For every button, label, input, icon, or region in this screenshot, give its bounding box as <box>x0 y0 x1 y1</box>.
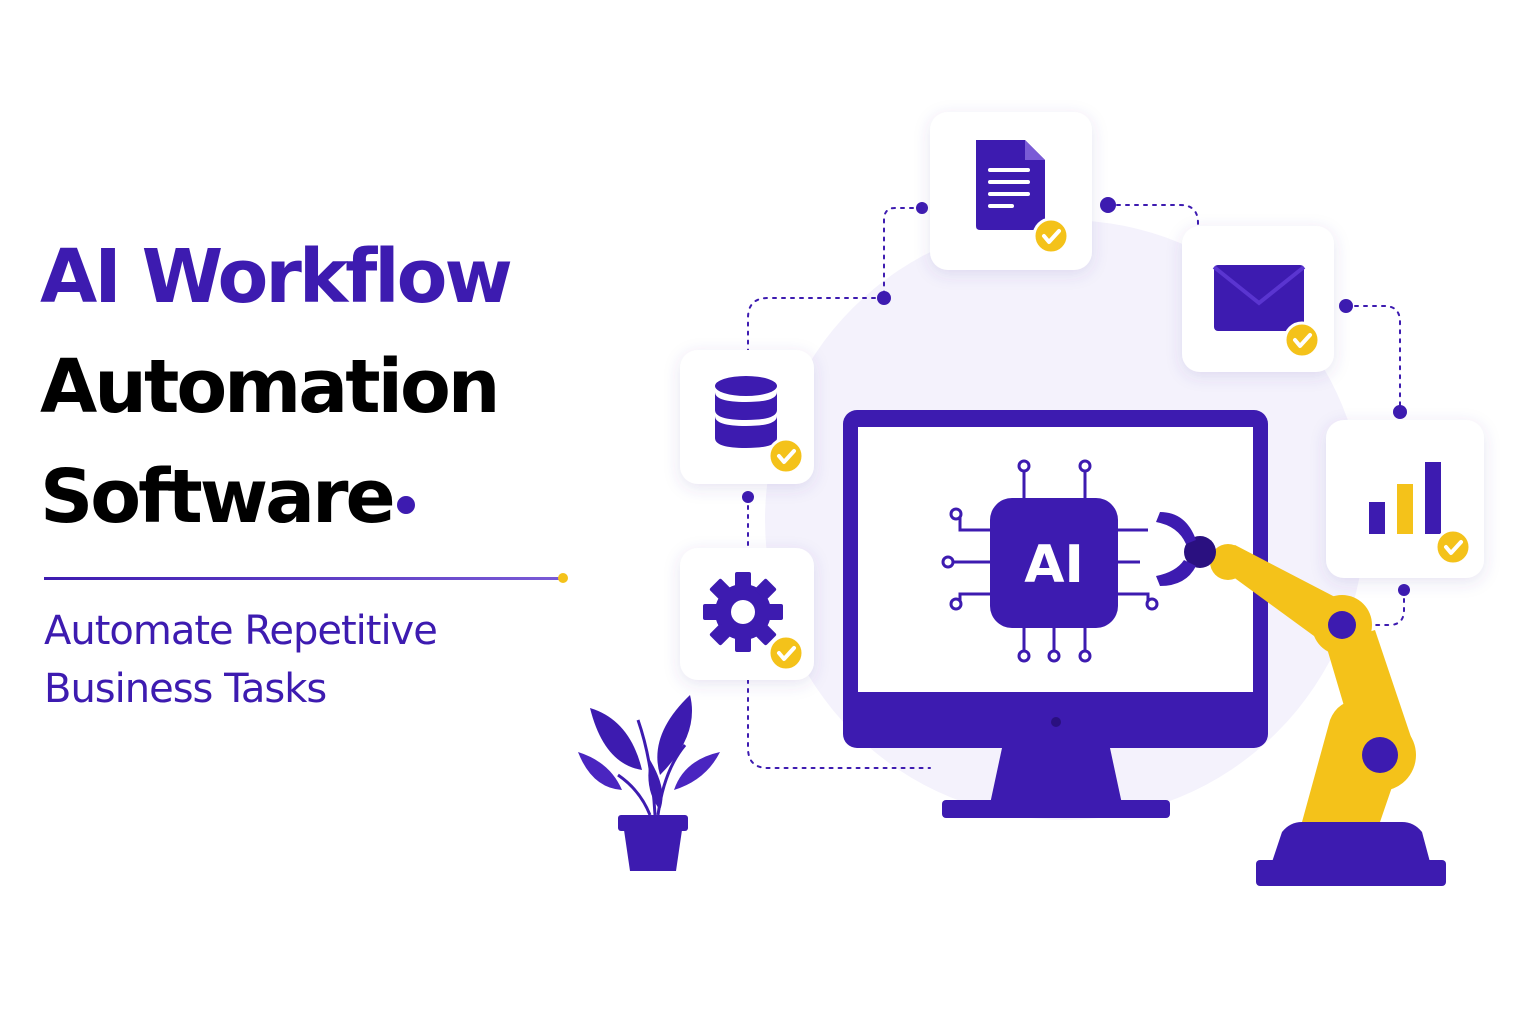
plant-icon <box>578 695 720 871</box>
headline-line-2: Automation <box>40 344 500 430</box>
subtitle: Automate Repetitive Business Tasks <box>44 602 438 718</box>
subtitle-line-2: Business Tasks <box>44 666 327 712</box>
gear-card <box>680 548 814 680</box>
email-card <box>1182 226 1334 372</box>
headline-line-1: AI Workflow <box>40 234 513 320</box>
divider-line <box>44 577 564 580</box>
headline-line-3-text: Software <box>40 454 396 540</box>
connector-dots <box>742 197 1410 596</box>
colon-dot <box>396 496 415 514</box>
connector-lines <box>747 204 1405 769</box>
headline-line-3: Software <box>40 442 510 552</box>
checkmark-icon <box>1032 217 1070 255</box>
email-icon <box>1212 265 1306 331</box>
subtitle-line-1: Automate Repetitive <box>44 608 438 654</box>
robot-arm-icon <box>1156 512 1446 886</box>
checkmark-icon <box>1434 528 1472 566</box>
ai-chip-icon: AI <box>941 459 1159 663</box>
divider-accent-dot <box>558 573 568 583</box>
checkmark-icon <box>767 634 805 672</box>
checkmark-icon <box>767 437 805 475</box>
bar-chart-icon <box>1369 462 1441 534</box>
headline: AI Workflow Automation Software <box>40 222 513 552</box>
document-icon <box>976 140 1045 230</box>
ai-chip-label: AI <box>1024 535 1084 595</box>
chart-card <box>1326 420 1484 578</box>
database-icon <box>715 376 777 448</box>
gear-icon <box>703 572 783 652</box>
checkmark-icon <box>1283 321 1321 359</box>
database-card <box>680 350 814 484</box>
document-card <box>930 112 1092 270</box>
